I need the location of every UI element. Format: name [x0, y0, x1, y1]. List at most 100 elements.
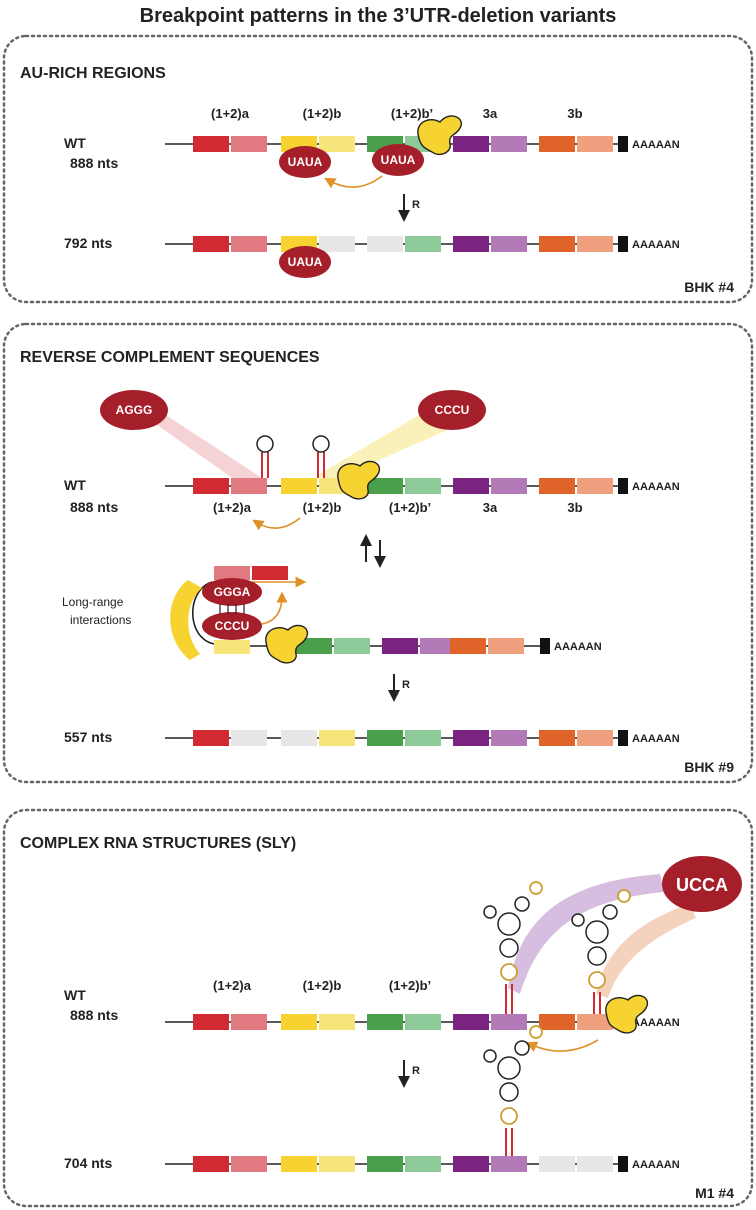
p3-enzyme-icon [605, 994, 649, 1034]
p2-seg-label-1a: (1+2)a [213, 500, 252, 515]
p3-tag: M1 #4 [695, 1185, 734, 1201]
segment-block [193, 1014, 229, 1030]
p2-oval-agg [100, 390, 168, 430]
p1-enzyme-icon [417, 115, 462, 156]
panel-complex-rna-frame [2, 808, 754, 1208]
p2-var-polya-block [618, 730, 628, 746]
p2-seg-label-1b: (1+2)b [303, 500, 342, 515]
segment-block [231, 1156, 267, 1172]
p2-pair-top-oval [202, 578, 262, 606]
segment-block [193, 136, 229, 152]
p1-seg-label-1a: (1+2)a [211, 106, 250, 121]
p2-wt-length: 888 nts [70, 499, 118, 515]
p2-variant-segments [193, 730, 613, 746]
p2-recomb-label: R [402, 679, 410, 691]
p1-recomb-label: R [412, 199, 420, 211]
p1-wt-polya: AAAAAN [632, 139, 680, 151]
p3-beam-orange [596, 904, 696, 998]
figure-title: Breakpoint patterns in the 3’UTR-deletio… [140, 5, 617, 27]
p1-oval-right [372, 144, 424, 176]
segment-block [367, 478, 403, 494]
p2-pair-bottom-oval [202, 612, 262, 640]
p1-oval-left-text: UAUA [288, 155, 323, 169]
segment-block [319, 730, 355, 746]
p2-interaction-label-1: Long-range [62, 595, 124, 609]
p2-jump-arrow [252, 517, 301, 531]
p2-loop-segments [296, 638, 524, 654]
p1-variant-length: 792 nts [64, 235, 112, 251]
p3-jump-arrow [525, 1039, 599, 1052]
segment-block [405, 478, 441, 494]
p2-oval-cccu-text: CCCU [435, 403, 470, 417]
segment-block [382, 638, 418, 654]
p2-loop-curve [192, 581, 215, 645]
p3-oval-ucca [662, 856, 742, 912]
p1-wt-label: WT [64, 135, 86, 151]
p2-seg-label-1bp: (1+2)b’ [389, 500, 431, 515]
segment-block [193, 730, 229, 746]
segment-block [539, 236, 575, 252]
segment-block [577, 136, 613, 152]
segment-block [319, 236, 355, 252]
p3-stemloop-right [571, 889, 631, 1020]
p1-var-polya-block [618, 236, 628, 252]
segment-block [577, 1156, 613, 1172]
p2-wt-polya-block [618, 478, 628, 494]
p2-oval-agg-text: AGGG [116, 403, 153, 417]
segment-block [577, 730, 613, 746]
panel-reverse-complement-frame [2, 322, 754, 784]
segment-block [193, 236, 229, 252]
p2-loop-polya-block [540, 638, 550, 654]
segment-block [319, 1156, 355, 1172]
segment-block [405, 1014, 441, 1030]
segment-block [453, 730, 489, 746]
p1-variant-segments [193, 236, 613, 252]
segment-block [491, 1156, 527, 1172]
p1-tag: BHK #4 [684, 279, 734, 295]
p3-seg-label-1a: (1+2)a [213, 978, 252, 993]
segment-block [319, 136, 355, 152]
p2-variant-length: 557 nts [64, 729, 112, 745]
segment-block [577, 236, 613, 252]
p1-oval-right-text: UAUA [381, 153, 416, 167]
segment-block [367, 1156, 403, 1172]
p1-seg-label-1bp: (1+2)b’ [391, 106, 433, 121]
p2-hairpin-right [312, 435, 330, 478]
segment-block [539, 1156, 575, 1172]
segment-block [231, 136, 267, 152]
p1-var-polya: AAAAAN [632, 239, 680, 251]
segment-block [296, 638, 332, 654]
p2-seg-label-3b: 3b [567, 500, 582, 515]
p2-loop-orange-arrow [261, 591, 288, 625]
segment-block [193, 478, 229, 494]
panel-reverse-complement-title: REVERSE COMPLEMENT SEQUENCES [20, 349, 320, 366]
segment-block [453, 136, 489, 152]
p3-seg-label-1bp: (1+2)b’ [389, 978, 431, 993]
segment-block [334, 638, 370, 654]
segment-block [281, 730, 317, 746]
segment-block [281, 1014, 317, 1030]
p3-variant-segments [193, 1156, 613, 1172]
segment-block [405, 236, 441, 252]
segment-block [405, 1156, 441, 1172]
p1-var-oval-text: UAUA [288, 255, 323, 269]
segment-block [577, 478, 613, 494]
segment-block [577, 1014, 613, 1030]
p3-stemloop-left [483, 881, 543, 1020]
p3-seg-label-1b: (1+2)b [303, 978, 342, 993]
p2-var-polya: AAAAAN [632, 733, 680, 745]
segment-block [231, 478, 267, 494]
p1-wt-polya-block [618, 136, 628, 152]
p2-oval-cccu [418, 390, 486, 430]
p3-recomb-label: R [412, 1065, 420, 1077]
p2-wt-label: WT [64, 477, 86, 493]
segment-block [367, 1014, 403, 1030]
p3-wt-segments [193, 1014, 628, 1030]
p3-beam-purple [508, 874, 664, 994]
p3-variant-stemloop [483, 1025, 543, 1164]
p2-wt-segments [193, 478, 613, 494]
p3-wt-polya: AAAAAN [632, 1017, 680, 1029]
segment-block [453, 1014, 489, 1030]
segment-block [539, 478, 575, 494]
segment-block [450, 638, 486, 654]
